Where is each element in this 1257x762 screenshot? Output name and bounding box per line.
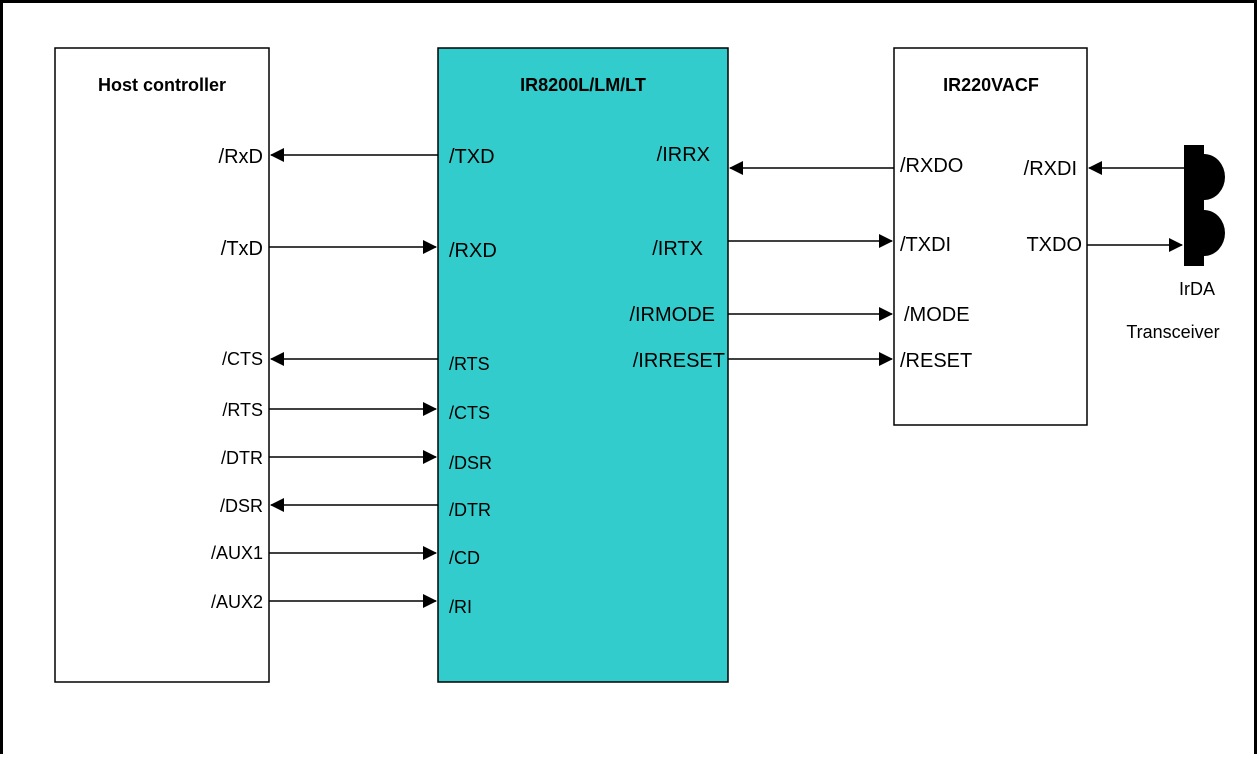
- uart-pin-irrx: /IRRX: [657, 144, 710, 166]
- encoder-pin-reset: /RESET: [900, 350, 972, 372]
- host-pin-aux2: /AUX2: [211, 592, 263, 612]
- block-diagram: Host controller IR8200L/LM/LT IR220VACF …: [54, 47, 1225, 683]
- irda-transceiver-icon: [1184, 145, 1225, 266]
- transceiver-label-transceiver: Transceiver: [1126, 322, 1219, 342]
- uart-pin-cts: /CTS: [449, 403, 490, 423]
- host-pin-txd: /TxD: [221, 238, 263, 260]
- host-controller-title: Host controller: [98, 75, 226, 95]
- uart-pin-dtr: /DTR: [449, 500, 491, 520]
- ir8200-title: IR8200L/LM/LT: [520, 75, 646, 95]
- uart-pin-rts: /RTS: [449, 354, 490, 374]
- uart-pin-txd: /TXD: [449, 146, 495, 168]
- encoder-pin-rxdo: /RXDO: [900, 155, 963, 177]
- host-pin-rxd: /RxD: [219, 146, 263, 168]
- host-pin-cts: /CTS: [222, 349, 263, 369]
- uart-pin-irreset: /IRRESET: [633, 350, 725, 372]
- transceiver-label-irda: IrDA: [1179, 279, 1215, 299]
- uart-pin-ri: /RI: [449, 597, 472, 617]
- uart-pin-rxd: /RXD: [449, 240, 497, 262]
- uart-pin-dsr: /DSR: [449, 453, 492, 473]
- host-pin-dtr: /DTR: [221, 448, 263, 468]
- encoder-pin-mode: /MODE: [904, 304, 970, 326]
- uart-pin-irmode: /IRMODE: [629, 304, 715, 326]
- host-pin-dsr: /DSR: [220, 496, 263, 516]
- ir8200-block: [437, 47, 729, 683]
- host-controller-block: [54, 47, 270, 683]
- uart-pin-irtx: /IRTX: [652, 238, 703, 260]
- host-pin-aux1: /AUX1: [211, 543, 263, 563]
- encoder-pin-rxdi: /RXDI: [1024, 158, 1077, 180]
- encoder-pin-txdi: /TXDI: [900, 234, 951, 256]
- uart-pin-cd: /CD: [449, 548, 480, 568]
- ir220vacf-block: [893, 47, 1088, 426]
- ir220vacf-title: IR220VACF: [943, 75, 1039, 95]
- encoder-pin-txdo: TXDO: [1026, 234, 1082, 256]
- host-pin-rts: /RTS: [222, 400, 263, 420]
